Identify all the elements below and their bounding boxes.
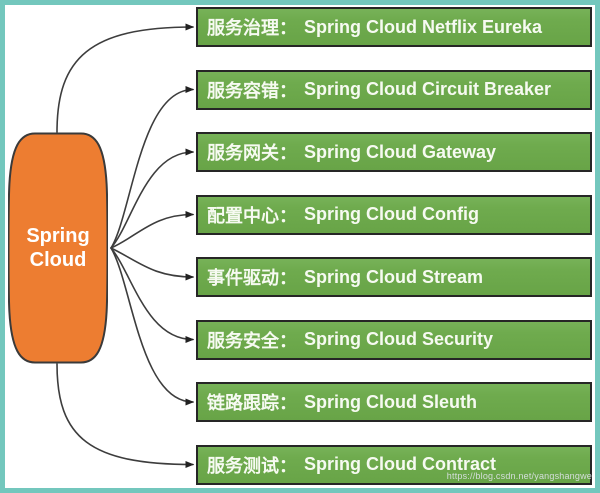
arrow-event-driven [110, 247, 195, 281]
watermark-url: https://blog.csdn.net/yangshangwe [446, 471, 592, 481]
box-testing: 服务测试： Spring Cloud Contract [196, 444, 592, 485]
box-component-name: Spring Cloud Stream [304, 266, 484, 287]
box-label: 配置中心： [207, 205, 297, 226]
box-label: 服务治理： [207, 18, 297, 38]
box-label: 事件驱动： [207, 268, 297, 288]
arrow-service-governance [56, 23, 195, 133]
box-component-name: Spring Cloud Netflix Eureka [304, 16, 543, 37]
box-component-name: Spring Cloud Config [304, 204, 479, 224]
box-label: 链路跟踪： [207, 393, 297, 413]
arrow-tracing [110, 247, 195, 406]
box-component-name: Spring Cloud Circuit Breaker [304, 79, 552, 99]
arrow-security [110, 247, 195, 343]
arrow-gateway [110, 148, 195, 249]
box-gateway: 服务网关： Spring Cloud Gateway [196, 132, 592, 172]
box-label: 服务测试： [207, 455, 297, 476]
box-service-governance: 服务治理： Spring Cloud Netflix Eureka [196, 7, 592, 47]
arrow-fault-tolerance [110, 86, 195, 249]
box-config-center: 配置中心： Spring Cloud Config [196, 194, 592, 235]
box-component-name: Spring Cloud Gateway [304, 141, 497, 162]
arrow-testing [56, 363, 195, 468]
box-fault-tolerance: 服务容错： Spring Cloud Circuit Breaker [196, 69, 592, 110]
box-label: 服务网关： [207, 143, 297, 163]
box-component-name: Spring Cloud Sleuth [304, 391, 477, 412]
box-label: 服务安全： [207, 330, 297, 351]
box-tracing: 链路跟踪： Spring Cloud Sleuth [196, 382, 592, 422]
box-event-driven: 事件驱动： Spring Cloud Stream [196, 257, 592, 297]
node-shape [8, 132, 108, 364]
box-label: 服务容错： [207, 80, 297, 101]
box-security: 服务安全： Spring Cloud Security [196, 319, 592, 360]
box-component-name: Spring Cloud Security [304, 329, 494, 349]
node-title: Spring Cloud [26, 225, 90, 271]
spring-cloud-node: Spring Cloud [8, 132, 108, 364]
arrow-config-center [110, 211, 195, 249]
box-component-name: Spring Cloud Contract [304, 454, 496, 474]
